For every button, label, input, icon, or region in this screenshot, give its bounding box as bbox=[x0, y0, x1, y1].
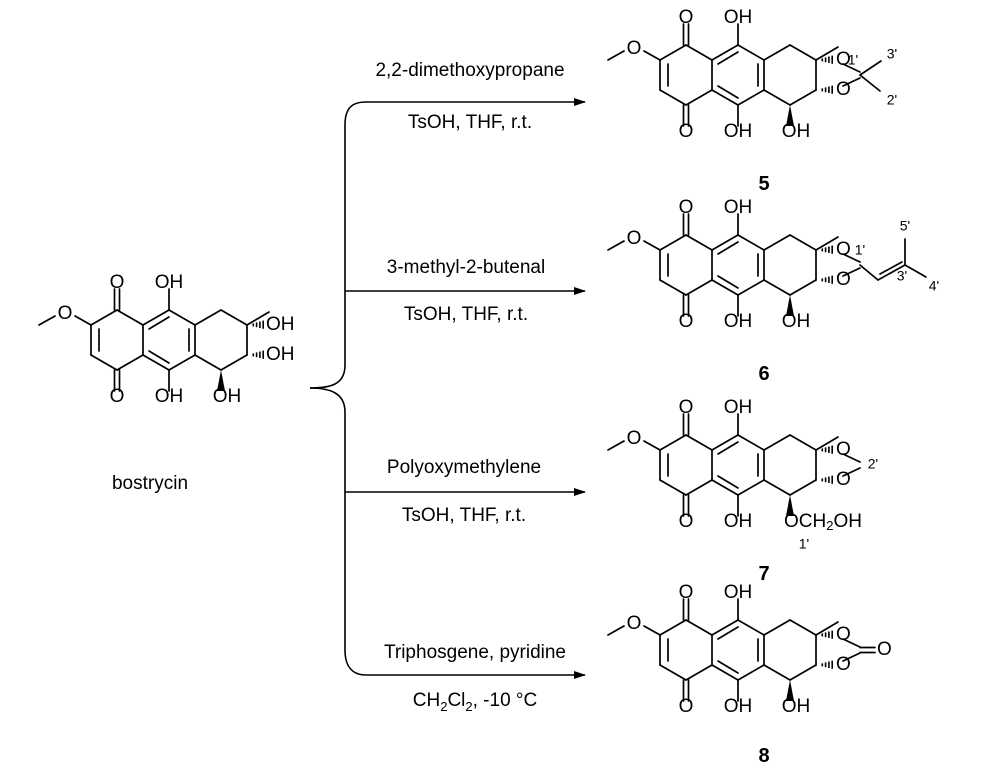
bostrycin-structure: O O OH OH OH OH OH O bbox=[38, 272, 295, 407]
position-1prime: 1' bbox=[855, 242, 865, 258]
acetal-o-lower: O bbox=[836, 469, 851, 490]
conditions-6: TsOH, THF, r.t. bbox=[404, 304, 528, 325]
peri-oh-bottom: OH bbox=[724, 696, 753, 717]
peri-oh-top: OH bbox=[724, 7, 753, 28]
secondary-oh: OH bbox=[266, 344, 295, 365]
conditions-7: TsOH, THF, r.t. bbox=[402, 505, 526, 526]
product-6-label: 6 bbox=[758, 363, 769, 385]
product-6-structure: O O OH OH OH O O O 1' 3' 4' 5' bbox=[607, 197, 939, 332]
ketone-top-o: O bbox=[110, 272, 125, 293]
position-1prime: 1' bbox=[848, 52, 858, 68]
ketone-top-o: O bbox=[679, 397, 694, 418]
reaction-arrows bbox=[309, 98, 586, 679]
peri-oh-top: OH bbox=[724, 397, 753, 418]
ketone-bottom-o: O bbox=[679, 311, 694, 332]
position-1prime: 1' bbox=[799, 536, 809, 552]
methoxy-o: O bbox=[58, 303, 73, 324]
ketone-top-o: O bbox=[679, 582, 694, 603]
carbonate-o-upper: O bbox=[836, 624, 851, 645]
position-3prime: 3' bbox=[897, 268, 907, 284]
position-2prime: 2' bbox=[887, 92, 897, 108]
product-5-structure: O O OH OH OH O O O 1' 2' 3' bbox=[607, 7, 897, 142]
conditions-8: CH2Cl2, -10 °C bbox=[413, 690, 538, 714]
acetal-o-upper: O bbox=[836, 239, 851, 260]
ketone-bottom-o: O bbox=[679, 511, 694, 532]
peri-oh-bottom: OH bbox=[724, 511, 753, 532]
benzylic-oh: OH bbox=[782, 311, 811, 332]
benzylic-oh: OH bbox=[213, 386, 242, 407]
reagent-6: 3-methyl-2-butenal bbox=[387, 257, 545, 278]
benzylic-oh: OH bbox=[782, 696, 811, 717]
peri-oh-top: OH bbox=[724, 582, 753, 603]
methoxy-o: O bbox=[627, 613, 642, 634]
reagent-7: Polyoxymethylene bbox=[387, 457, 541, 478]
acetal-o-lower: O bbox=[836, 269, 851, 290]
ether-chain-label: OCH2OH bbox=[784, 511, 862, 533]
benzylic-oh: OH bbox=[782, 121, 811, 142]
position-4prime: 4' bbox=[929, 278, 939, 294]
ketone-top-o: O bbox=[679, 197, 694, 218]
position-2prime: 2' bbox=[868, 456, 878, 472]
product-8-label: 8 bbox=[758, 745, 769, 767]
position-5prime: 5' bbox=[900, 218, 910, 234]
conditions-5: TsOH, THF, r.t. bbox=[408, 112, 532, 133]
product-8-structure: O O OH OH OH O O O O bbox=[607, 582, 892, 717]
ketone-bottom-o: O bbox=[679, 121, 694, 142]
reagent-5: 2,2-dimethoxypropane bbox=[375, 60, 564, 81]
peri-oh-top: OH bbox=[724, 197, 753, 218]
ketone-bottom-o: O bbox=[679, 696, 694, 717]
reagent-8: Triphosgene, pyridine bbox=[384, 642, 566, 663]
start-name-label: bostrycin bbox=[112, 473, 188, 494]
methoxy-o: O bbox=[627, 38, 642, 59]
product-5-label: 5 bbox=[758, 173, 769, 195]
peri-oh-bottom: OH bbox=[724, 121, 753, 142]
tertiary-oh: OH bbox=[266, 314, 295, 335]
peri-oh-bottom: OH bbox=[724, 311, 753, 332]
carbonate-o-lower: O bbox=[836, 654, 851, 675]
acetal-o-upper: O bbox=[836, 439, 851, 460]
acetal-o-lower: O bbox=[836, 79, 851, 100]
ketone-bottom-o: O bbox=[110, 386, 125, 407]
ketone-top-o: O bbox=[679, 7, 694, 28]
peri-oh-top: OH bbox=[155, 272, 184, 293]
product-7-label: 7 bbox=[758, 563, 769, 585]
peri-oh-bottom: OH bbox=[155, 386, 184, 407]
acetal-o-upper: O bbox=[836, 49, 851, 70]
carbonate-o-exo: O bbox=[877, 639, 892, 660]
position-3prime: 3' bbox=[887, 46, 897, 62]
methoxy-o: O bbox=[627, 428, 642, 449]
product-7-structure: O O OH OH O O O 2' OCH2OH 1' bbox=[607, 397, 878, 552]
methoxy-o: O bbox=[627, 228, 642, 249]
